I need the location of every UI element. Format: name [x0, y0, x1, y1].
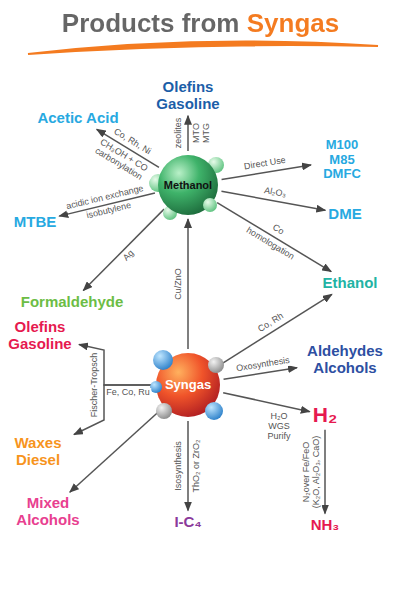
product-label: Ethanol [323, 275, 378, 292]
product-label: Olefins Gasoline [148, 79, 228, 113]
title-bar: Products from Syngas [0, 8, 401, 39]
product-label: Olefins Gasoline [4, 319, 76, 353]
title-swoosh [28, 42, 378, 55]
product-label: Waxes Diesel [5, 435, 71, 469]
product-label: DME [328, 206, 361, 223]
reaction-arrow [74, 385, 152, 435]
methanol-sphere: Methanol [156, 153, 220, 217]
catalyst-label: N₂over Fe/FeO [302, 440, 312, 503]
process-label: Fischer-Tropsch [90, 352, 100, 419]
process-label: (K₂O, Al₂O₃, CaO) [312, 434, 322, 509]
process-label: CH₃OH + CO carbonylation [86, 134, 156, 187]
product-name: I-C₄ [174, 514, 201, 531]
page-title: Products from Syngas [62, 8, 339, 39]
reaction-arrow [187, 219, 189, 349]
atom-ball [158, 155, 218, 215]
sphere-label: Methanol [164, 179, 212, 191]
product-name: Formaldehyde [21, 294, 124, 311]
product-name: Olefins Gasoline [4, 319, 76, 353]
reaction-arrow [187, 421, 189, 511]
reaction-arrow [324, 430, 326, 514]
catalyst-label: Isosynthesis [174, 440, 184, 492]
catalyst-label: Fe, Co, Ru [105, 388, 151, 398]
product-label: Aldehydes Alcohols [300, 343, 390, 377]
product-name: Ethanol [323, 275, 378, 292]
product-name: Mixed Alcohols [8, 495, 88, 529]
reaction-arrow [70, 409, 162, 492]
product-name: Waxes Diesel [5, 435, 71, 469]
product-label: Acetic Acid [37, 110, 118, 127]
product-name: Acetic Acid [37, 110, 118, 127]
atom-ball [153, 350, 173, 370]
product-label: NH₃ [311, 517, 340, 534]
product-name: Aldehydes Alcohols [300, 343, 390, 377]
atom-ball [203, 198, 217, 212]
product-name: MTBE [14, 214, 57, 231]
product-name: NH₃ [311, 517, 340, 534]
atom-ball [150, 381, 162, 393]
atom-ball [208, 357, 224, 373]
atom-ball [156, 403, 172, 419]
reaction-arrow [187, 116, 189, 151]
process-label: ThO₂ or ZrO₂ [192, 438, 202, 493]
product-label: MTBE [14, 214, 57, 231]
product-label: Formaldehyde [21, 294, 124, 311]
product-label: M100 M85 DMFC [314, 138, 370, 182]
product-label: Mixed Alcohols [8, 495, 88, 529]
product-label: I-C₄ [174, 514, 201, 531]
product-label: H₂ [313, 403, 338, 427]
catalyst-label: zeolites [174, 117, 184, 150]
product-name: Olefins Gasoline [148, 79, 228, 113]
syngas-sphere: Syngas [154, 351, 222, 419]
catalyst-label: Al₂O₃ [262, 186, 288, 200]
product-name: M100 M85 DMFC [314, 138, 370, 182]
catalyst-label: Cu/ZnO [174, 267, 184, 301]
catalyst-label: Co, Rh [256, 311, 287, 335]
product-name: H₂ [313, 403, 338, 427]
catalyst-label: Oxosynthesis [234, 356, 291, 375]
reaction-arrow [217, 203, 331, 272]
catalyst-label: H₂O WGS Purify [263, 413, 295, 443]
process-label: MTO MTG [192, 120, 212, 146]
reaction-arrow [223, 393, 310, 412]
atom-ball [205, 402, 223, 420]
reaction-arrow [83, 209, 164, 290]
sphere-label: Syngas [165, 378, 211, 393]
product-name: DME [328, 206, 361, 223]
